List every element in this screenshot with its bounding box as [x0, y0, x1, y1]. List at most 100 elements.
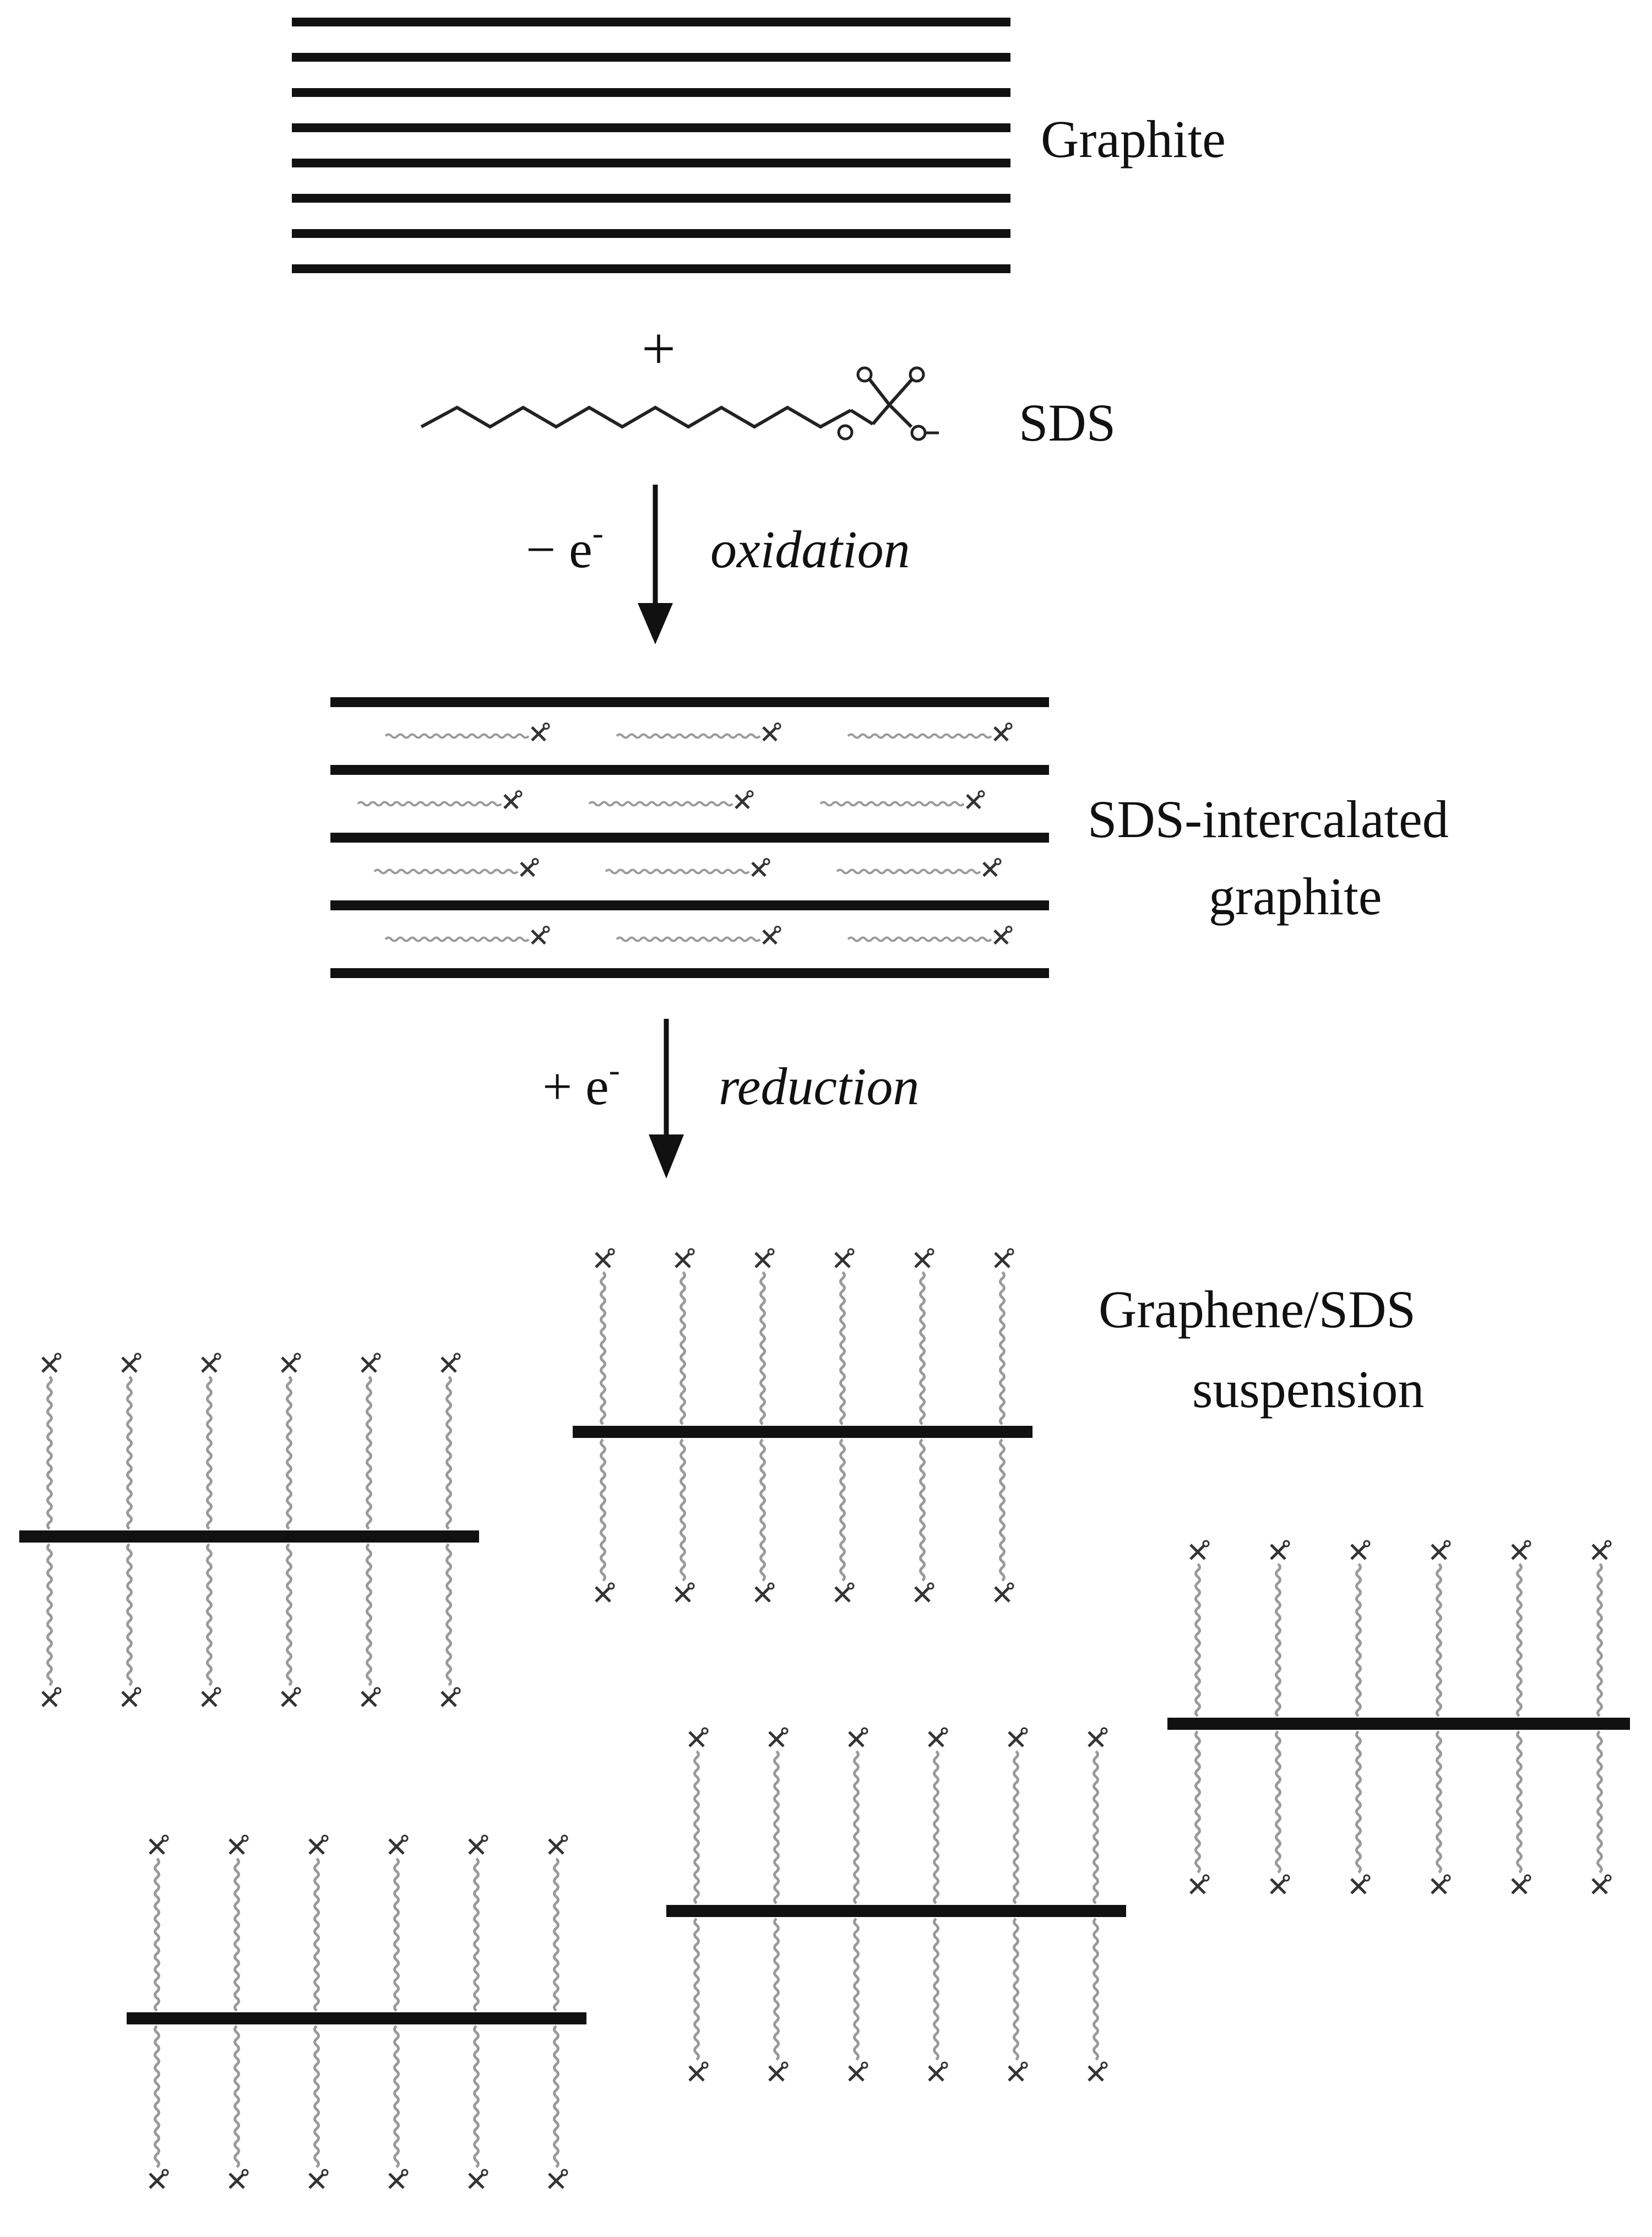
intercalated-sds-molecule: [357, 790, 523, 810]
sds-chain: [1516, 1563, 1523, 1717]
sds-chain: [759, 1438, 766, 1582]
sds-chain: [1275, 1563, 1281, 1717]
sulfate-head: [768, 2061, 789, 2082]
sulfate-head: [1431, 1874, 1451, 1894]
sulfate-head: [531, 926, 550, 945]
sds-chain: [933, 1750, 939, 1904]
sulfate-head: [308, 2169, 329, 2189]
sds-chain: [1194, 1563, 1201, 1717]
sds-chain: [773, 1750, 780, 1904]
sulfate-head: [1431, 1540, 1451, 1560]
sulfate-head: [441, 1687, 461, 1707]
sulfate-head: [1270, 1540, 1290, 1560]
intercalated-sds-molecule: [588, 790, 754, 810]
sds-chain: [366, 1376, 372, 1530]
sulfate-head: [994, 1248, 1014, 1268]
sulfate-head: [1088, 1727, 1108, 1747]
sulfate-head: [928, 1727, 948, 1747]
sds-intercalated-graphite-stack: [330, 697, 1049, 978]
sulfate-head: [1511, 1540, 1531, 1560]
sds-chain: [233, 2025, 240, 2168]
sulfate-head: [308, 1834, 329, 1855]
oxidation-charge-label: − e-: [526, 515, 604, 579]
intercalated-label-line1: SDS-intercalated: [1088, 790, 1449, 849]
sds-chain: [553, 1858, 559, 2012]
sulfate-head: [762, 926, 781, 945]
sulfate-head: [149, 2169, 169, 2189]
sds-chain: [999, 1271, 1006, 1425]
sulfate-head: [1088, 2061, 1108, 2082]
sulfate-head: [201, 1353, 221, 1373]
suspension-label-line2: suspension: [1192, 1360, 1424, 1419]
sds-chain: [366, 1543, 372, 1686]
sulfate-head: [1008, 1727, 1028, 1747]
reduction-charge-label: + e-: [542, 1052, 620, 1116]
sds-chain: [1436, 1563, 1442, 1717]
sulfate-head: [762, 723, 781, 742]
sds-chain: [1013, 1918, 1019, 2061]
sulfate-head: [468, 1834, 488, 1855]
sulfate-head: [531, 723, 550, 742]
sds-chain: [1093, 1918, 1099, 2061]
sulfate-head: [751, 858, 770, 877]
sds-chain: [313, 2025, 320, 2168]
sds-chain: [1013, 1750, 1019, 1904]
graphite-stack: [292, 18, 1010, 273]
sds-chain: [46, 1376, 53, 1530]
sulfate-head: [754, 1248, 775, 1268]
sulfate-head: [41, 1353, 62, 1373]
sulfate-head: [201, 1687, 221, 1707]
intercalated-sds-molecule: [605, 858, 770, 877]
sulfate-head: [1511, 1874, 1531, 1894]
sds-chain: [206, 1376, 213, 1530]
intercalated-sds-molecule: [373, 858, 539, 877]
sulfate-head: [1350, 1874, 1371, 1894]
graphene-sheet-with-sds: [666, 1727, 1126, 2082]
sds-chain: [1355, 1563, 1362, 1717]
graphene-sds-sheets: [19, 1248, 1630, 2189]
sds-chain: [1275, 1730, 1281, 1874]
intercalated-sds-molecule: [384, 723, 550, 742]
sds-chain: [445, 1376, 452, 1530]
sulfate-head: [914, 1582, 934, 1603]
sds-chain: [1093, 1750, 1099, 1904]
sulfate-head: [1591, 1874, 1612, 1894]
graphene-sheet-with-sds: [1167, 1540, 1630, 1894]
sulfate-head: [388, 1834, 409, 1855]
graphene-sheet-with-sds: [127, 1834, 586, 2189]
plus-sign: +: [642, 315, 676, 382]
sds-chain: [600, 1438, 606, 1582]
sds-chain: [313, 1858, 320, 2012]
sds-molecule-structure: [420, 366, 939, 441]
sds-chain: [286, 1376, 292, 1530]
sds-chain: [1516, 1730, 1523, 1874]
sds-chain: [773, 1918, 780, 2061]
intercalated-sds-molecule: [616, 723, 781, 742]
sds-chain: [553, 2025, 559, 2168]
sulfate-head: [914, 1248, 934, 1268]
sds-chain: [393, 2025, 400, 2168]
intercalated-sds-molecule: [847, 926, 1013, 945]
sulfate-head: [41, 1687, 62, 1707]
sds-chain: [933, 1918, 939, 2061]
sds-chain: [680, 1271, 686, 1425]
sulfate-head: [966, 790, 985, 810]
sulfate-head: [229, 2169, 249, 2189]
sds-chain: [1436, 1730, 1442, 1874]
sulfate-head: [548, 1834, 568, 1855]
sds-chain: [600, 1271, 606, 1425]
sulfate-head: [361, 1687, 381, 1707]
sulfate-head: [1189, 1540, 1210, 1560]
sulfate-head: [688, 1727, 709, 1747]
sds-chain: [473, 2025, 480, 2168]
sds-chain: [919, 1271, 926, 1425]
sulfate-head: [834, 1582, 855, 1603]
sds-chain: [680, 1438, 686, 1582]
sds-chain: [126, 1376, 133, 1530]
sulfate-head: [735, 790, 754, 810]
sds-chain: [853, 1918, 860, 2061]
sulfate-head: [994, 1582, 1014, 1603]
sds-chain: [126, 1543, 133, 1686]
sulfate-head: [834, 1248, 855, 1268]
intercalated-sds-molecule: [384, 926, 550, 945]
